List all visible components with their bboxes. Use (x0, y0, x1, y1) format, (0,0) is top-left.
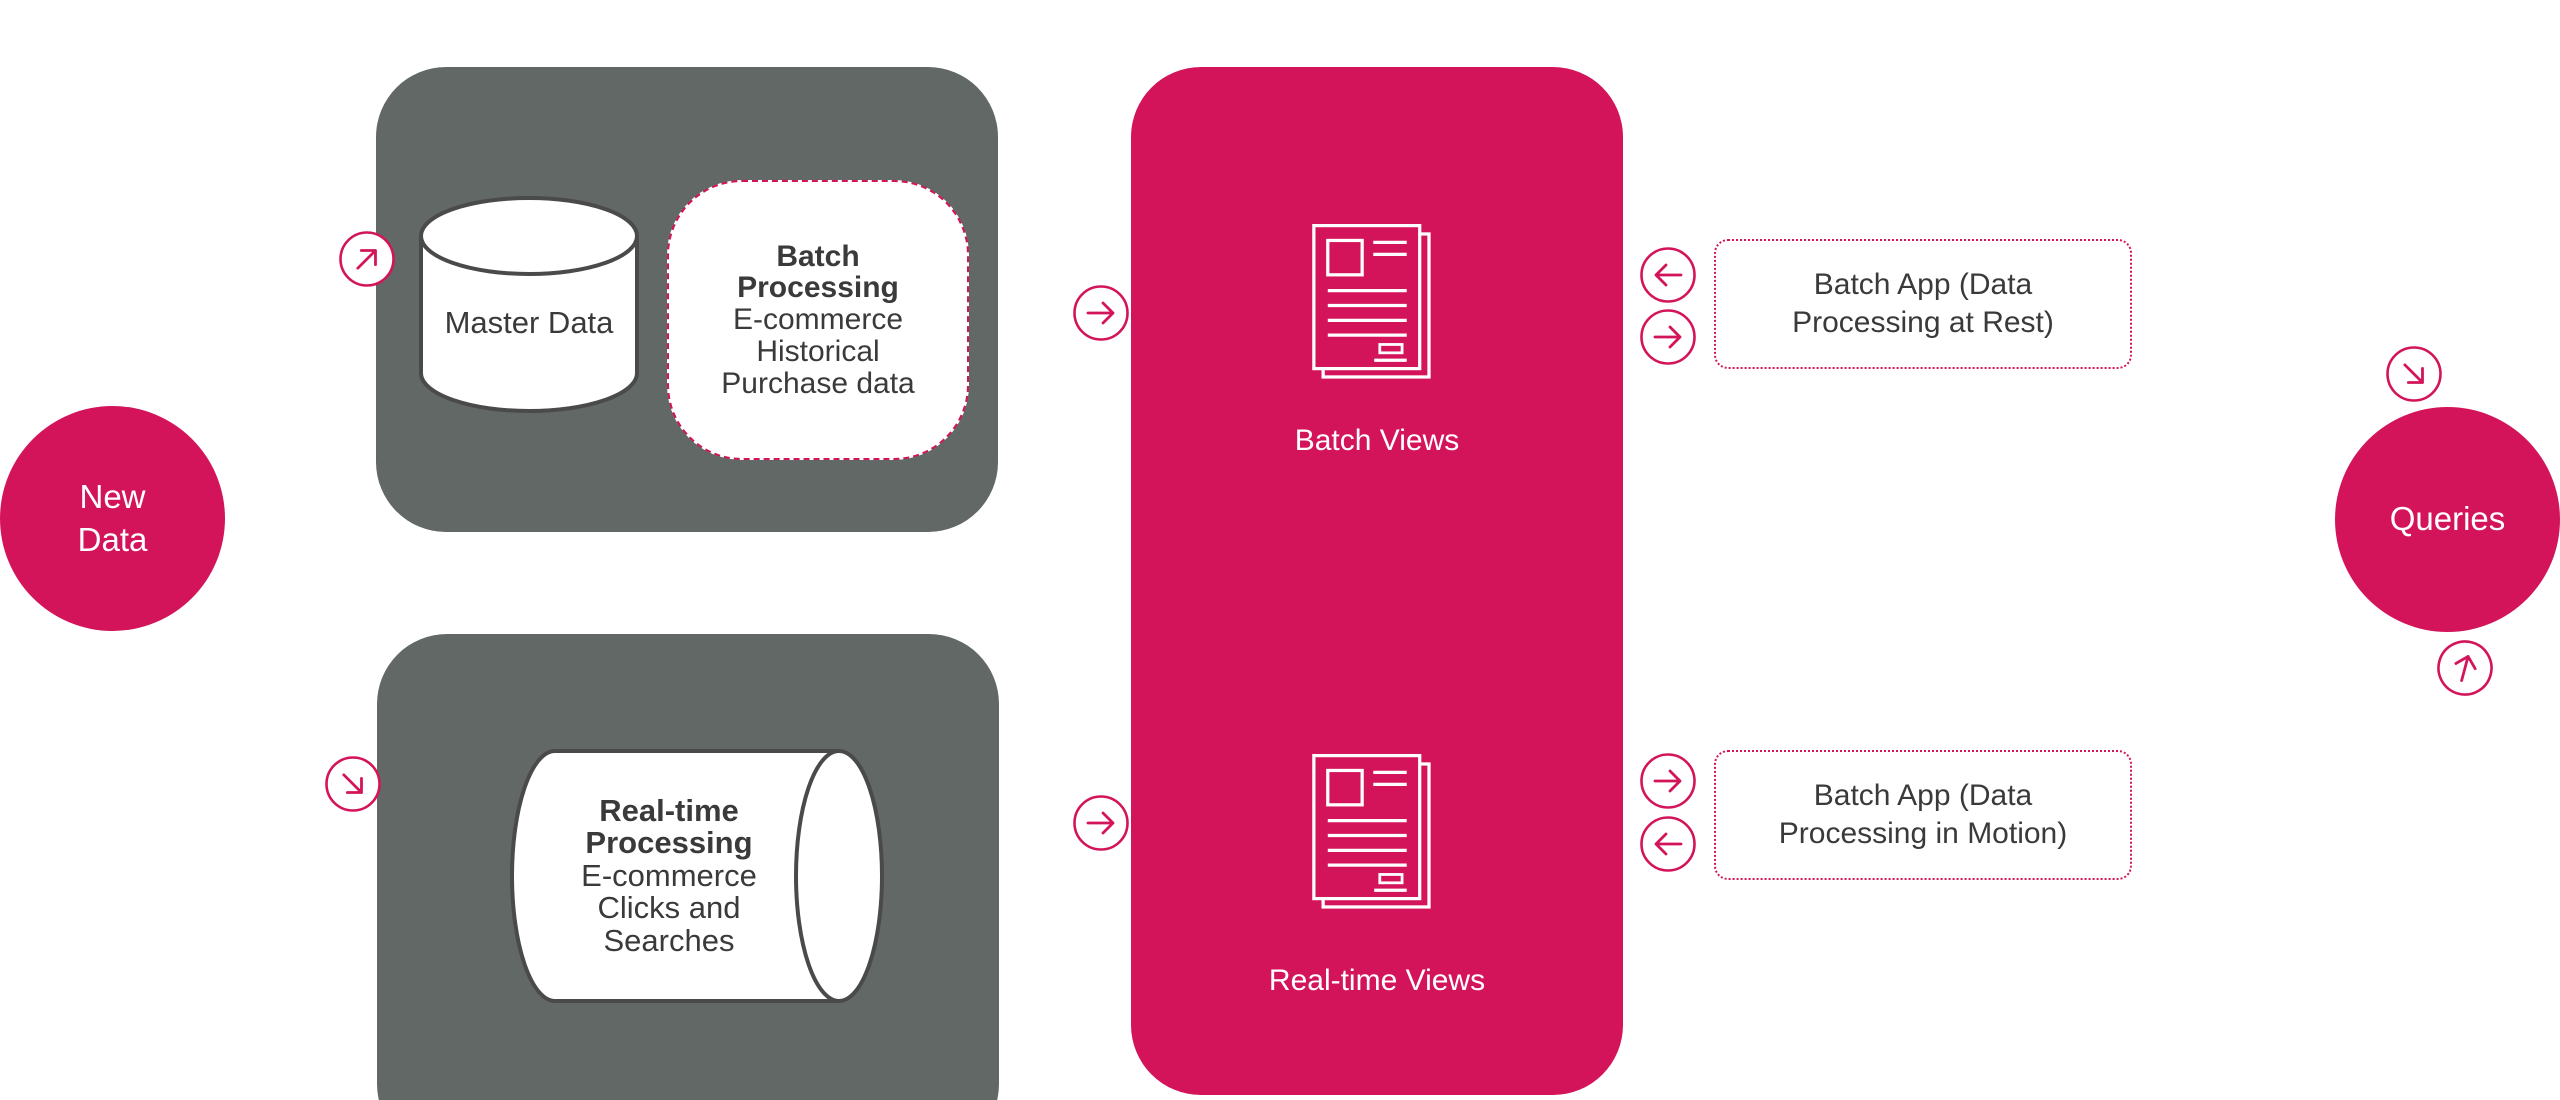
master-data-cylinder (419, 196, 639, 413)
new-data-node: New Data (0, 406, 225, 631)
batch-processing-box: Batch Processing E-commerce Historical P… (667, 180, 969, 460)
realtime-processing-text: Real-time Processing E-commerce Clicks a… (540, 748, 798, 1004)
batch-processing-desc-2: Historical (756, 334, 880, 368)
realtime-processing-title-2: Processing (585, 825, 753, 861)
new-data-label-line1: New (79, 477, 146, 515)
batch-app-rest-line2: Processing at Rest) (1792, 306, 2054, 339)
batch-processing-title-1: Batch (776, 239, 860, 273)
arrow-right-to-motion-app-icon (1639, 752, 1697, 810)
batch-app-rest-box: Batch App (Data Processing at Rest) (1714, 239, 2132, 369)
queries-node: Queries (2335, 407, 2560, 632)
arrow-up-to-queries-icon (2429, 632, 2500, 703)
realtime-processing-cylinder (510, 749, 884, 1003)
batch-app-rest-line1: Batch App (Data (1813, 267, 2033, 301)
realtime-processing-desc-1: E-commerce (581, 857, 757, 893)
arrow-right-to-batch-views-icon (1072, 284, 1130, 342)
batch-app-motion-line2: Processing in Motion) (1778, 817, 2068, 850)
arrow-left-from-rest-app-icon (1639, 246, 1697, 304)
batch-processing-desc-3: Purchase data (721, 366, 915, 400)
batch-processing-desc-1: E-commerce (732, 303, 904, 337)
arrow-right-to-realtime-views-icon (1072, 794, 1130, 852)
batch-app-motion-line1: Batch App (Data (1813, 778, 2033, 812)
realtime-processing-desc-2: Clicks and (597, 890, 741, 926)
batch-views-label: Batch Views (1294, 424, 1460, 457)
arrow-down-right-to-queries-icon (2373, 333, 2455, 415)
realtime-views-label: Real-time Views (1268, 964, 1486, 997)
master-data-label: Master Data (444, 305, 614, 340)
realtime-views-document-icon (1312, 749, 1442, 921)
queries-label: Queries (2389, 500, 2506, 538)
new-data-label-line2: Data (77, 520, 148, 558)
arrow-right-to-rest-app-icon (1639, 308, 1697, 366)
batch-app-motion-box: Batch App (Data Processing in Motion) (1714, 750, 2132, 880)
batch-views-document-icon (1312, 219, 1442, 391)
batch-processing-title-2: Processing (737, 271, 899, 305)
realtime-processing-title-1: Real-time (599, 792, 739, 828)
arrow-left-from-motion-app-icon (1639, 815, 1697, 873)
realtime-processing-desc-3: Searches (603, 922, 735, 958)
